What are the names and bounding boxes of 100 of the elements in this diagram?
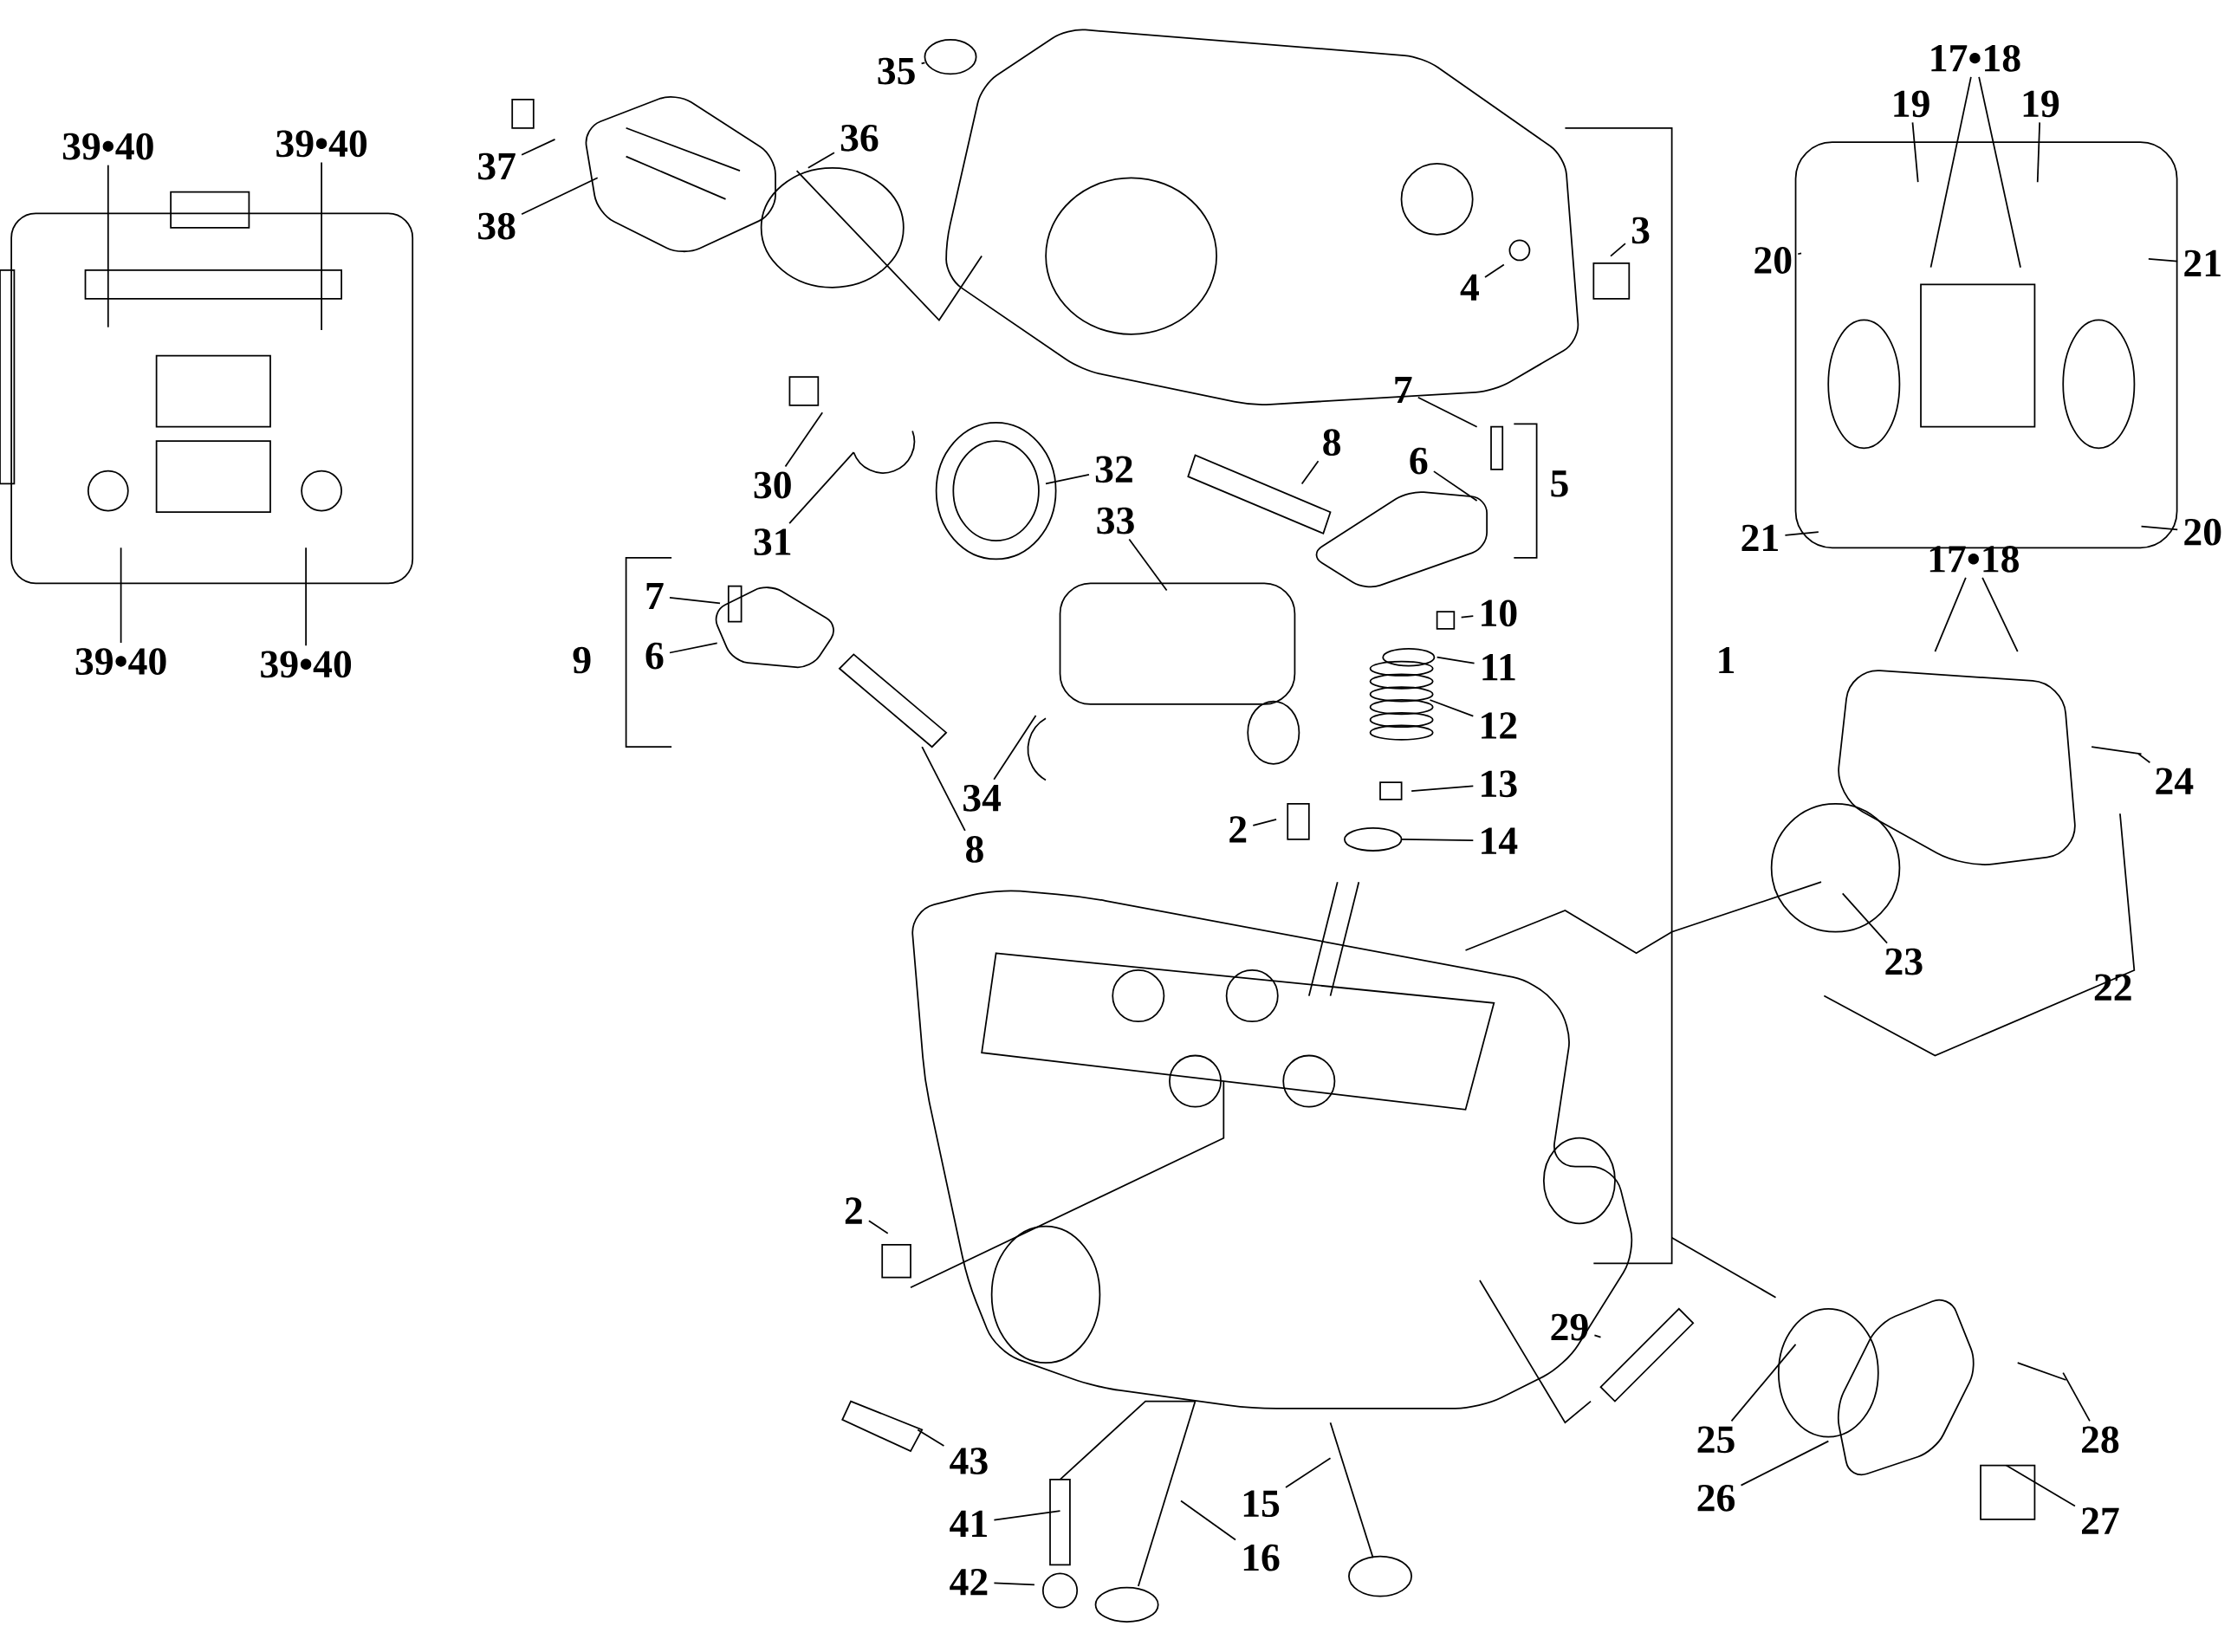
callout-number: 4 (1460, 274, 1479, 301)
callout-number: 19 (2023, 90, 2059, 118)
leader-line (1981, 577, 2019, 653)
callout-number: 36 (840, 125, 879, 152)
leader-line (1045, 474, 1090, 485)
leader-line (521, 177, 599, 216)
leader-line (669, 597, 721, 605)
leader-line (2036, 121, 2041, 184)
leader-line (1934, 577, 1967, 653)
callout-number: 15 (1243, 1490, 1280, 1518)
leader-line (1180, 1500, 1236, 1541)
leader-line (2005, 1464, 2076, 1507)
callout-number: 13 (1482, 770, 1517, 798)
leader-line (1460, 615, 1475, 619)
callout-number: 2 (845, 1197, 862, 1224)
leader-line (1929, 76, 1972, 269)
callout-number: 35 (878, 57, 915, 85)
callout-number: 31 (754, 528, 791, 556)
callout-number: 20 (2184, 519, 2221, 546)
callout-number: 12 (1482, 712, 1517, 739)
callout-number: 32 (1095, 456, 1132, 483)
callout-number: 8 (966, 836, 983, 863)
leader-line (2062, 1372, 2091, 1422)
callout-number: 25 (1697, 1426, 1735, 1454)
leader-line (1433, 470, 1478, 502)
leader-line (1417, 397, 1478, 428)
callout-number: 34 (963, 785, 1002, 812)
callout-number: 3 (1631, 217, 1650, 244)
leader-line (1610, 243, 1626, 257)
leader-line (1400, 839, 1475, 842)
callout-number: 33 (1097, 507, 1134, 534)
callout-number: 37 (478, 152, 516, 180)
leader-line (305, 547, 307, 647)
callout-number: 2 (1229, 816, 1247, 843)
leader-line (1484, 263, 1505, 279)
leader-line (321, 161, 322, 332)
leader-line (807, 152, 835, 169)
callout-number: 6 (645, 642, 664, 670)
leader-line (1978, 76, 2021, 269)
callout-number: 29 (1551, 1314, 1588, 1341)
leader-line (788, 451, 855, 525)
leader-line (1841, 892, 1888, 944)
leader-line (868, 1220, 889, 1234)
callout-number: 38 (478, 212, 516, 240)
callout-number: 30 (754, 471, 791, 499)
callout-number: 10 (1482, 599, 1517, 627)
callout-number: 41 (950, 1510, 987, 1538)
callout-number: 7 (646, 583, 664, 610)
leader-line (1128, 538, 1168, 592)
leader-line (920, 62, 926, 65)
callout-number: 39•40 (276, 130, 367, 158)
callout-number: 28 (2082, 1426, 2119, 1454)
leader-line (669, 642, 718, 654)
callout-number: 21 (2184, 249, 2221, 277)
leader-line (1429, 699, 1475, 717)
leader-line (921, 746, 966, 832)
callout-number: 9 (573, 646, 591, 674)
leader-line (1740, 1440, 1830, 1487)
callout-number: 14 (1482, 827, 1518, 854)
leader-line (2147, 258, 2179, 262)
callout-number: 17•18 (1929, 546, 2019, 573)
callout-number: 39•40 (62, 133, 153, 160)
callout-number: 39•40 (261, 651, 352, 678)
leader-line (993, 715, 1037, 781)
leader-line (1730, 1344, 1797, 1422)
callout-number: 17•18 (1931, 45, 2020, 72)
leader-line (1593, 1334, 1602, 1338)
callout-number: 23 (1885, 948, 1923, 975)
callout-number: 27 (2082, 1507, 2119, 1534)
leader-line (521, 139, 556, 156)
leader-line (1300, 460, 1320, 485)
callout-number: 20 (1754, 247, 1792, 275)
leader-line (1436, 657, 1475, 664)
leader-line (2140, 525, 2179, 531)
callout-number: 26 (1697, 1485, 1735, 1512)
callout-number: 8 (1323, 429, 1341, 457)
callout-number: 39•40 (75, 648, 166, 676)
callout-number: 11 (1482, 654, 1515, 681)
leader-line (2137, 753, 2151, 764)
callout-number: 43 (950, 1448, 988, 1475)
callout-number: 19 (1894, 90, 1929, 118)
leader-line (120, 547, 122, 645)
callout-number: 5 (1551, 470, 1568, 497)
leader-line (1797, 252, 1802, 256)
leader-line (1911, 121, 1919, 184)
leader-line (993, 1510, 1061, 1521)
callout-number: 1 (1719, 647, 1735, 674)
callout-number: 21 (1741, 524, 1778, 552)
leader-line (917, 1428, 945, 1447)
callout-number: 22 (2094, 974, 2131, 1001)
leader-line (1411, 785, 1475, 793)
callout-number: 16 (1243, 1545, 1280, 1571)
callout-number: 24 (2156, 768, 2194, 794)
callout-number: 6 (1410, 447, 1428, 475)
leader-line (993, 1582, 1035, 1586)
leader-line (1285, 1457, 1332, 1488)
leader-line (1784, 531, 1819, 537)
callout-number: 42 (950, 1569, 988, 1596)
leader-line (107, 164, 109, 328)
leader-line (784, 411, 824, 468)
